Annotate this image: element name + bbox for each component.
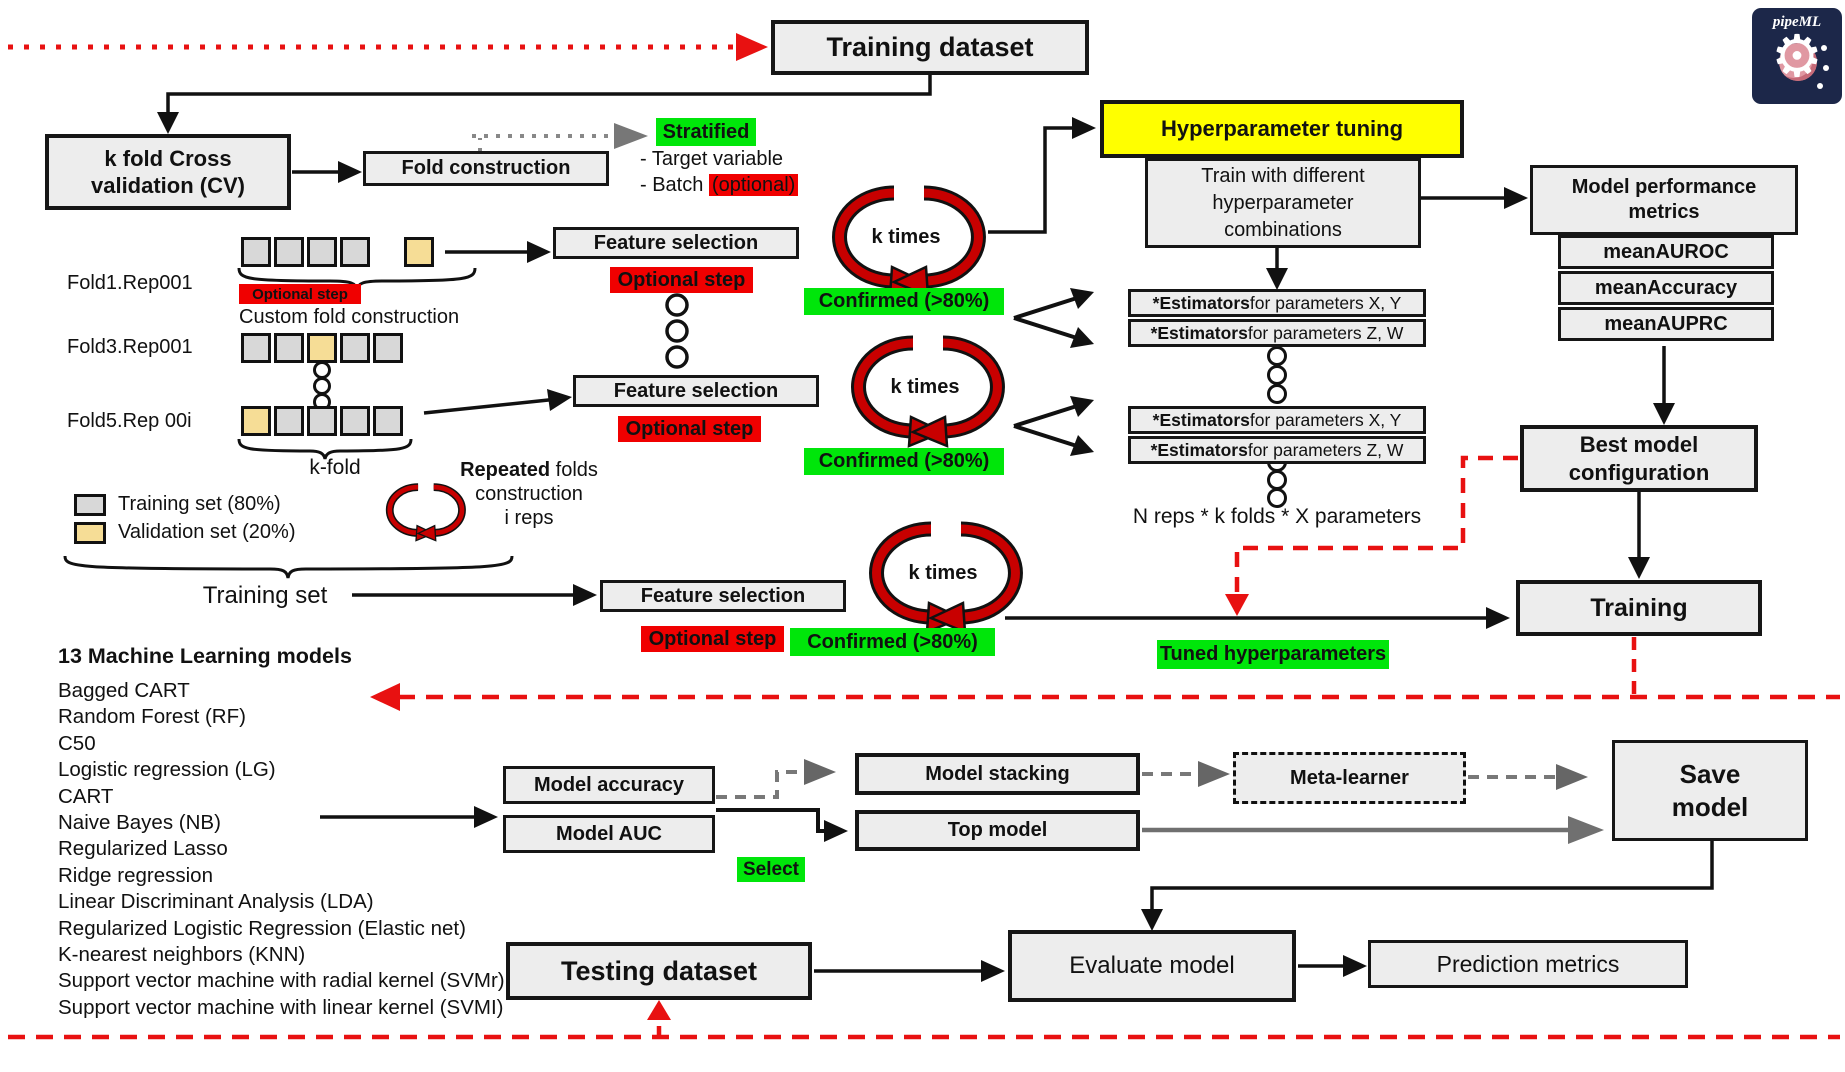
meta-learner-box: Meta-learner bbox=[1233, 752, 1466, 804]
confirmed-badge-2: Confirmed (>80%) bbox=[804, 448, 1004, 475]
fold-gap bbox=[373, 237, 401, 267]
estimators-box-zw-2: *Estimators for parameters Z, W bbox=[1128, 436, 1426, 464]
hyperparameter-tuning-box: Hyperparameter tuning bbox=[1100, 100, 1464, 158]
fold-construction-box: Fold construction bbox=[363, 151, 609, 186]
fold-row-label: Fold1.Rep001 bbox=[67, 272, 193, 294]
model-item: Logistic regression (LG) bbox=[58, 758, 276, 782]
batch-optional-highlight: (optional) bbox=[708, 174, 799, 196]
model-item: Linear Discriminant Analysis (LDA) bbox=[58, 890, 374, 914]
fold-row-label: Fold5.Rep 00i bbox=[67, 410, 192, 432]
k-fold-label: k-fold bbox=[309, 456, 361, 479]
model-item: Random Forest (RF) bbox=[58, 705, 246, 729]
training-square bbox=[274, 333, 304, 363]
model-item: Support vector machine with linear kerne… bbox=[58, 995, 504, 1019]
validation-square bbox=[404, 237, 434, 267]
optional-step-badge-2: Optional step bbox=[618, 416, 761, 442]
training-square bbox=[340, 333, 370, 363]
metric-row-meanauprc: meanAUPRC bbox=[1558, 307, 1774, 341]
pipeml-brand: pipeML bbox=[1772, 14, 1822, 30]
validation-square bbox=[307, 333, 337, 363]
feature-selection-box-3: Feature selection bbox=[600, 580, 846, 612]
training-square bbox=[307, 406, 337, 436]
gear-icon: ⚙ bbox=[1765, 25, 1829, 95]
training-dataset-label: Training dataset bbox=[826, 32, 1034, 62]
optional-step-small-badge: Optional step bbox=[239, 284, 361, 304]
confirmed-badge-1: Confirmed (>80%) bbox=[804, 288, 1004, 315]
training-square bbox=[307, 237, 337, 267]
training-square bbox=[241, 333, 271, 363]
select-badge: Select bbox=[737, 857, 805, 882]
k-times-label-1: k times bbox=[852, 223, 960, 251]
kfold-cv-box: k fold Cross validation (CV) bbox=[45, 134, 291, 210]
estimators-box-zw-1: *Estimators for parameters Z, W bbox=[1128, 319, 1426, 347]
testing-dataset-box: Testing dataset bbox=[506, 942, 812, 1000]
fold-row-label: Fold3.Rep001 bbox=[67, 336, 193, 358]
estimators-box-xy-1: *Estimators for parameters X, Y bbox=[1128, 289, 1426, 317]
kfold-cv-line1: k fold Cross bbox=[104, 146, 232, 171]
model-accuracy-box: Model accuracy bbox=[503, 766, 715, 804]
best-model-configuration-box: Best model configuration bbox=[1520, 425, 1758, 492]
validation-set-legend: Validation set (20%) bbox=[118, 521, 296, 543]
model-item: CART bbox=[58, 784, 114, 808]
models-header: 13 Machine Learning models bbox=[58, 644, 352, 668]
reps-note: N reps * k folds * X parameters bbox=[1132, 505, 1422, 528]
stratified-badge: Stratified bbox=[656, 118, 756, 146]
feature-selection-box-2: Feature selection bbox=[573, 375, 819, 407]
evaluate-model-box: Evaluate model bbox=[1008, 930, 1296, 1002]
feature-selection-box-1: Feature selection bbox=[553, 227, 799, 259]
training-square bbox=[274, 237, 304, 267]
confirmed-badge-3: Confirmed (>80%) bbox=[790, 628, 995, 656]
training-square bbox=[373, 406, 403, 436]
fold-row-squares bbox=[241, 406, 403, 436]
training-square bbox=[274, 406, 304, 436]
prediction-metrics-box: Prediction metrics bbox=[1368, 940, 1688, 988]
top-model-box: Top model bbox=[855, 810, 1140, 851]
custom-fold-construction-note: Custom fold construction bbox=[239, 306, 460, 328]
training-dataset-box: Training dataset bbox=[771, 20, 1089, 75]
model-item: Support vector machine with radial kerne… bbox=[58, 969, 505, 993]
kfold-cv-line2: validation (CV) bbox=[90, 173, 245, 198]
model-auc-box: Model AUC bbox=[503, 815, 715, 853]
optional-step-badge-3: Optional step bbox=[641, 626, 784, 652]
training-square bbox=[340, 237, 370, 267]
training-box: Training bbox=[1516, 580, 1762, 636]
batch-note: - Batch (optional) bbox=[640, 174, 799, 197]
training-set-swatch bbox=[74, 494, 106, 516]
model-item: Naive Bayes (NB) bbox=[58, 811, 221, 835]
model-item: Regularized Lasso bbox=[58, 837, 228, 861]
model-item: Ridge regression bbox=[58, 863, 213, 887]
training-set-legend: Training set (80%) bbox=[118, 493, 281, 515]
fold-row-squares bbox=[241, 237, 434, 267]
optional-step-badge-1: Optional step bbox=[610, 267, 753, 293]
save-model-box: Save model bbox=[1612, 740, 1808, 841]
metric-row-meanauroc: meanAUROC bbox=[1558, 235, 1774, 269]
tuned-hyperparameters-badge: Tuned hyperparameters bbox=[1157, 640, 1389, 669]
model-item: Regularized Logistic Regression (Elastic… bbox=[58, 916, 466, 940]
model-item: K-nearest neighbors (KNN) bbox=[58, 943, 306, 967]
training-square bbox=[340, 406, 370, 436]
training-square bbox=[373, 333, 403, 363]
model-performance-metrics-box: Model performance metrics bbox=[1530, 165, 1798, 235]
training-square bbox=[241, 237, 271, 267]
train-different-hyperparams-box: Train with different hyperparameter comb… bbox=[1145, 158, 1421, 248]
pipeml-logo: pipeML ⚙ bbox=[1752, 8, 1842, 104]
k-times-label-3: k times bbox=[889, 559, 997, 587]
estimators-box-xy-2: *Estimators for parameters X, Y bbox=[1128, 406, 1426, 434]
validation-set-swatch bbox=[74, 522, 106, 544]
repeated-folds-note: Repeated folds construction i reps bbox=[460, 459, 598, 529]
fold-row-squares bbox=[241, 333, 403, 363]
model-item: C50 bbox=[58, 731, 96, 755]
validation-square bbox=[241, 406, 271, 436]
target-variable-note: - Target variable bbox=[640, 148, 784, 170]
model-stacking-box: Model stacking bbox=[855, 753, 1140, 795]
k-times-label-2: k times bbox=[871, 373, 979, 401]
model-item: Bagged CART bbox=[58, 679, 190, 702]
metric-row-meanaccuracy: meanAccuracy bbox=[1558, 271, 1774, 305]
training-set-label: Training set bbox=[202, 582, 328, 609]
